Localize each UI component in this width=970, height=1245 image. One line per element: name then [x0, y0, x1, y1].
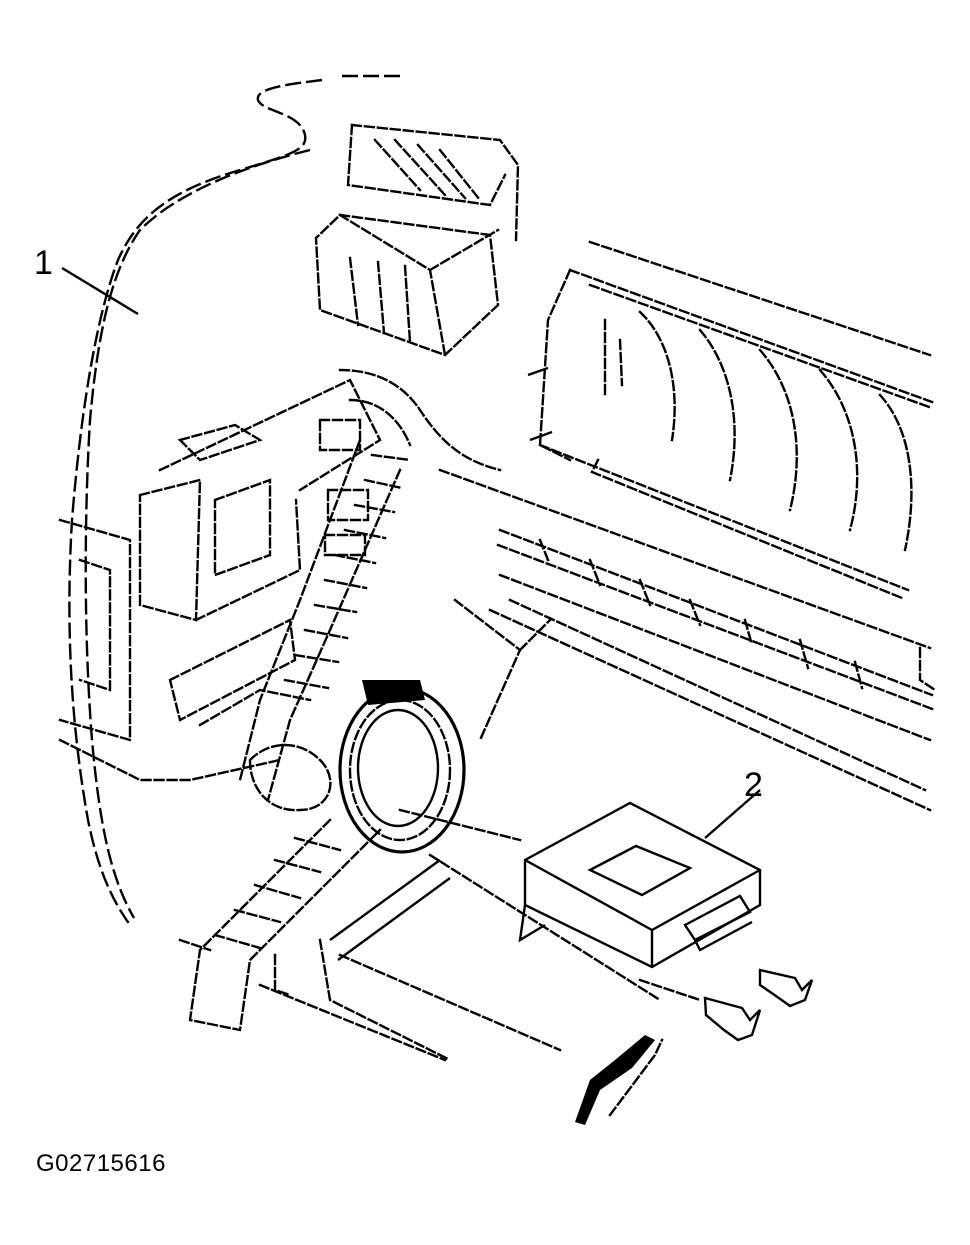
- floor-channel: [178, 598, 662, 1062]
- wiring-harness: [61, 74, 400, 926]
- figure-id: G02715616: [36, 1150, 166, 1177]
- mounting-screws: [638, 968, 814, 1042]
- direction-marker: [575, 1035, 664, 1125]
- upper-connector-block: [314, 123, 520, 357]
- body-panels: [438, 240, 937, 812]
- grommet-ring: [248, 680, 466, 854]
- callout-label-2: 2: [744, 766, 763, 804]
- harness-conduit: [238, 368, 502, 802]
- control-module: [518, 789, 762, 969]
- callout-label-1: 1: [34, 244, 53, 282]
- mounting-bracket: [58, 378, 382, 782]
